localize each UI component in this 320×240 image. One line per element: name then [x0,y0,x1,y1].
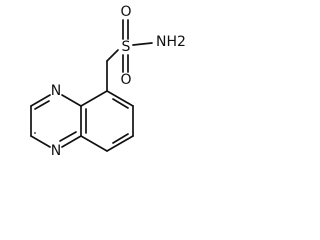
bond-c7-c8 [106,135,134,152]
atom-o-top: O [120,4,131,20]
bond-benzene-double-2 [112,133,129,144]
bond-benzene-double-1 [112,98,129,109]
bond-c8-c8a [80,135,108,152]
bond-s-n [132,42,153,46]
atom-o-bottom: O [120,72,131,88]
bond-c2-n-bottom [30,135,51,148]
bond-n-bottom-c8a [61,135,82,148]
bond-s-ch2 [106,49,119,62]
bond-c4a-c5 [80,90,108,107]
bond-c5-c6 [106,90,134,107]
structure-canvas: O S O NH2 N N [30,4,186,159]
atom-sulfur: S [122,39,131,55]
atom-amine: NH2 [156,34,186,50]
bond-pyrazine-double-3 [59,131,77,142]
atom-n-bottom: N [51,143,61,159]
bond-n-top-c3 [30,94,51,107]
atom-n-top: N [51,83,61,99]
molecule-diagram: O S O NH2 N N [30,4,186,159]
bond-pyrazine-double-1 [34,100,50,110]
bond-c4a-n-top [61,94,82,107]
